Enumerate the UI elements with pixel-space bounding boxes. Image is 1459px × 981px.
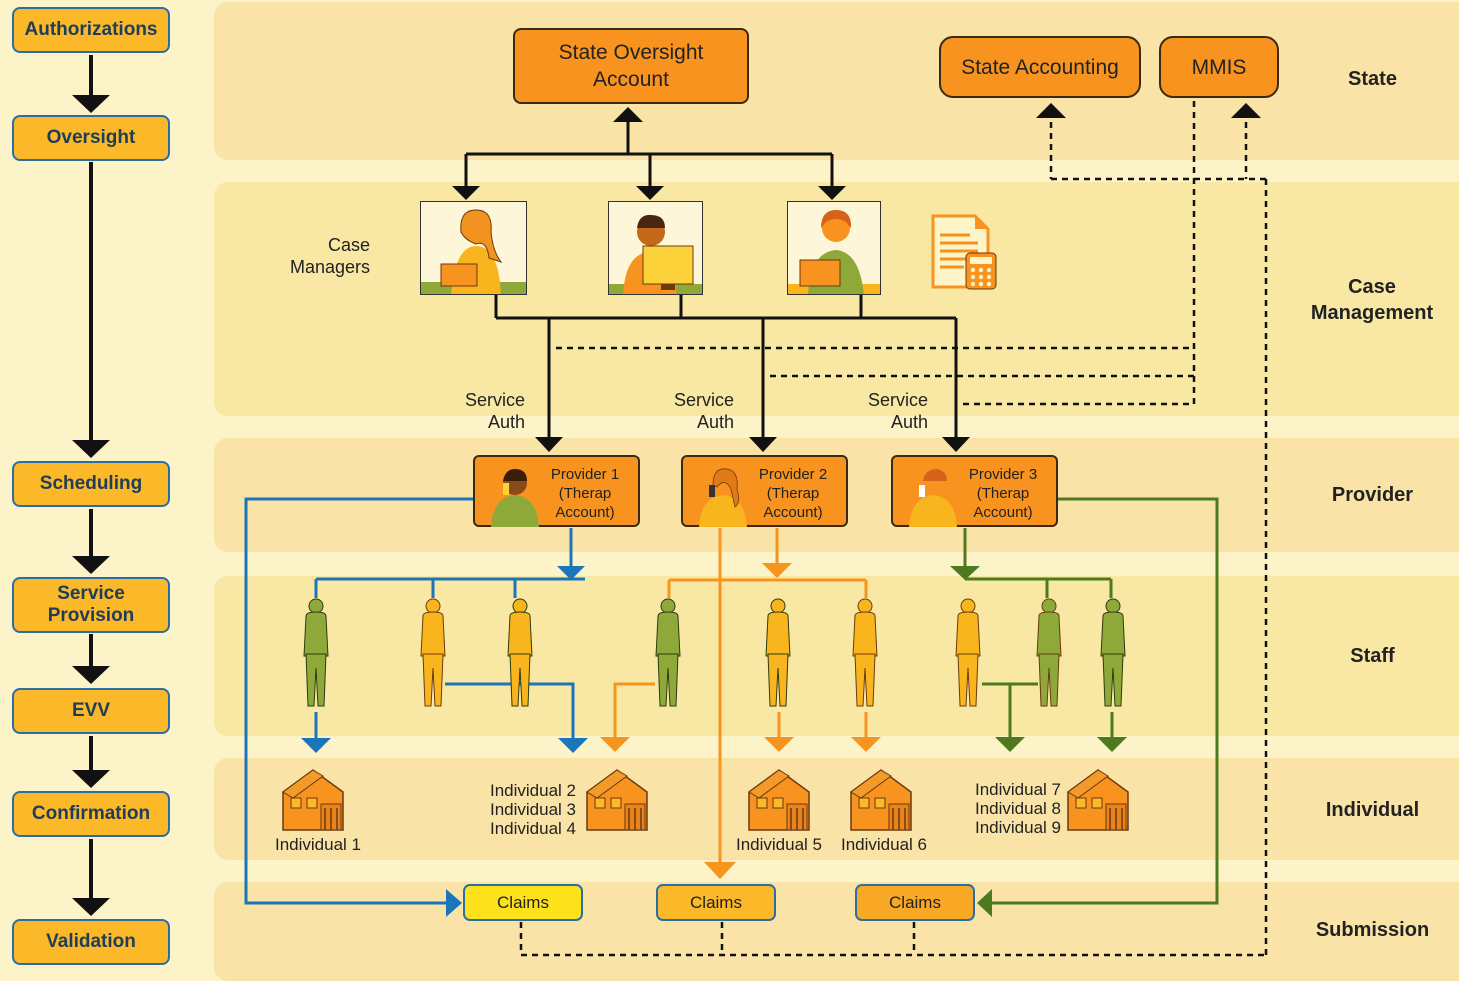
house-icon-1 — [282, 769, 344, 831]
step-service-provision: Service Provision — [12, 577, 170, 633]
provider-1-name: Provider 1 — [550, 466, 620, 483]
individual-label-4: Individual 4 — [489, 819, 576, 838]
band-individual — [214, 758, 1459, 860]
provider-2-box: Provider 2 (Therap Account) — [681, 455, 848, 527]
case-manager-2-portrait — [608, 201, 703, 295]
individual-label-9: Individual 9 — [974, 818, 1061, 837]
step-scheduling: Scheduling — [12, 461, 170, 507]
case-manager-3-portrait — [787, 201, 881, 295]
individual-group-3: Individual 7 Individual 8 Individual 9 — [971, 780, 1061, 837]
case-manager-1-portrait — [420, 201, 527, 295]
step-oversight: Oversight — [12, 115, 170, 161]
provider-2-avatar-icon — [699, 468, 747, 527]
individual-label-2: Individual 2 — [489, 781, 576, 800]
step-validation: Validation — [12, 919, 170, 965]
claims-box-3: Claims — [855, 884, 975, 921]
house-icon-2 — [586, 769, 648, 831]
provider-3-detail: (Therap Account) — [973, 485, 1033, 521]
row-label-staff: Staff — [1350, 645, 1395, 667]
provider-1-avatar-icon — [491, 469, 539, 527]
house-icon-3 — [748, 769, 810, 831]
provider-2-name: Provider 2 — [758, 466, 828, 483]
provider-3-name: Provider 3 — [968, 466, 1038, 483]
step-authorizations: Authorizations — [12, 7, 170, 53]
provider-3-avatar-icon — [909, 469, 957, 527]
row-label-individual: Individual — [1325, 799, 1420, 821]
individual-label-1: Individual 1 — [275, 835, 362, 854]
service-auth-label-1: Service Auth — [464, 390, 525, 432]
band-submission — [214, 882, 1459, 981]
house-icon-4 — [850, 769, 912, 831]
step-confirmation: Confirmation — [12, 791, 170, 837]
provider-2-detail: (Therap Account) — [763, 485, 823, 521]
individual-label-8: Individual 8 — [974, 799, 1061, 818]
individual-label-5: Individual 5 — [736, 835, 823, 854]
row-label-provider: Provider — [1331, 484, 1414, 506]
row-label-state: State — [1348, 68, 1397, 90]
house-icon-5 — [1067, 769, 1129, 831]
claims-box-2: Claims — [656, 884, 776, 921]
mmis-box: MMIS — [1159, 36, 1279, 98]
state-oversight-account-box: State Oversight Account — [513, 28, 749, 104]
provider-1-box: Provider 1 (Therap Account) — [473, 455, 640, 527]
case-managers-label: Case Managers — [289, 235, 370, 277]
document-calculator-icon — [931, 214, 997, 290]
row-label-case-management: Case Management — [1310, 276, 1434, 324]
individual-label-7: Individual 7 — [974, 780, 1061, 799]
state-accounting-box: State Accounting — [939, 36, 1141, 98]
row-label-submission: Submission — [1315, 919, 1430, 941]
individual-label-6: Individual 6 — [841, 835, 928, 854]
individual-group-2: Individual 2 Individual 3 Individual 4 — [486, 781, 576, 838]
service-auth-label-2: Service Auth — [673, 390, 734, 432]
individual-label-3: Individual 3 — [489, 800, 576, 819]
provider-1-detail: (Therap Account) — [555, 485, 615, 521]
claims-box-1: Claims — [463, 884, 583, 921]
service-auth-label-3: Service Auth — [867, 390, 928, 432]
step-evv: EVV — [12, 688, 170, 734]
provider-3-box: Provider 3 (Therap Account) — [891, 455, 1058, 527]
